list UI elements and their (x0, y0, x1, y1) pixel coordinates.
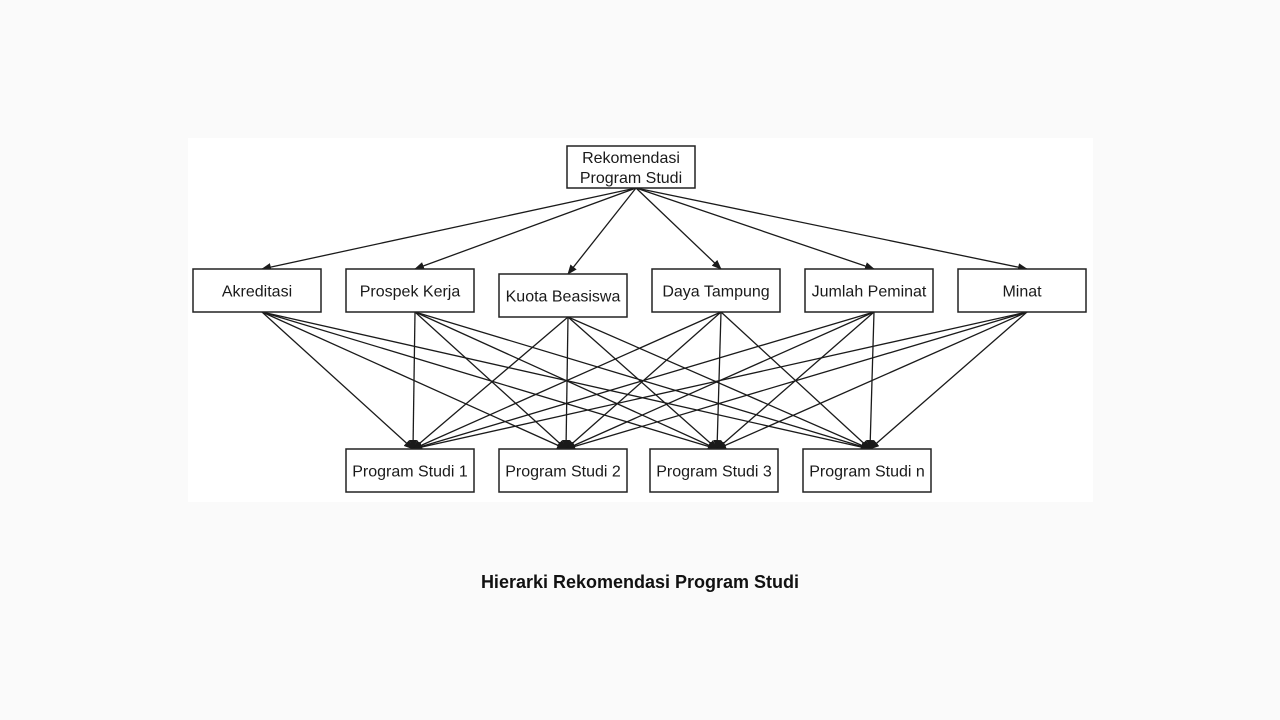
alternative-node-program-studi-1: Program Studi 1 (345, 448, 475, 493)
edge-goal-to-daya-tampung (635, 187, 722, 270)
alternative-node-program-studi-n: Program Studi n (802, 448, 932, 493)
edge-jumlah-peminat-to-program-studi-1 (412, 311, 875, 451)
edge-goal-to-akreditasi (261, 187, 637, 272)
edge-akreditasi-to-program-studi-3 (261, 311, 718, 451)
alternative-box (649, 448, 779, 493)
criterion-label: Prospek Kerja (360, 284, 461, 301)
edge-kuota-beasiswa-to-program-studi-3 (567, 316, 718, 450)
criterion-label: Akreditasi (222, 284, 292, 301)
criterion-box (192, 268, 322, 313)
alternative-box (345, 448, 475, 493)
goal-label: Rekomendasi (582, 150, 680, 167)
edge-goal-to-jumlah-peminat (635, 187, 875, 270)
alternative-label: Program Studi 1 (352, 464, 468, 481)
edge-minat-to-program-studi-3 (716, 311, 1028, 450)
edge-kuota-beasiswa-to-program-studi-1 (412, 316, 569, 450)
criterion-label: Kuota Beasiswa (506, 289, 621, 306)
alternative-node-program-studi-2: Program Studi 2 (498, 448, 628, 493)
alternative-label: Program Studi 3 (656, 464, 772, 481)
criterion-label: Minat (1002, 284, 1042, 301)
edge-minat-to-program-studi-n (869, 311, 1028, 450)
criterion-label: Jumlah Peminat (812, 284, 927, 301)
edge-prospek-kerja-to-program-studi-2 (414, 311, 567, 450)
criterion-node-daya-tampung: Daya Tampung (651, 268, 781, 313)
criterion-box (345, 268, 475, 313)
goal-box (566, 145, 696, 189)
edge-goal-to-kuota-beasiswa (567, 187, 637, 275)
criterion-box (957, 268, 1087, 313)
alternative-box (802, 448, 932, 493)
criterion-node-prospek-kerja: Prospek Kerja (345, 268, 475, 313)
edge-daya-tampung-to-program-studi-1 (412, 311, 722, 450)
alternative-node-program-studi-3: Program Studi 3 (649, 448, 779, 493)
criterion-box (498, 273, 628, 318)
criterion-node-kuota-beasiswa: Kuota Beasiswa (498, 273, 628, 318)
edge-kuota-beasiswa-to-program-studi-2 (562, 316, 571, 450)
criterion-node-akreditasi: Akreditasi (192, 268, 322, 313)
criterion-node-jumlah-peminat: Jumlah Peminat (804, 268, 934, 313)
edge-goal-to-minat (635, 187, 1028, 272)
edge-akreditasi-to-program-studi-1 (261, 311, 414, 450)
diagram-caption: Hierarki Rekomendasi Program Studi (480, 572, 800, 592)
alternative-box (498, 448, 628, 493)
goal-label: Program Studi (580, 170, 682, 187)
edge-minat-to-program-studi-1 (412, 311, 1028, 451)
alternative-label: Program Studi n (809, 464, 925, 481)
criterion-box (804, 268, 934, 313)
edges-layer (261, 187, 1028, 451)
alternative-label: Program Studi 2 (505, 464, 621, 481)
criterion-box (651, 268, 781, 313)
edge-prospek-kerja-to-program-studi-1 (409, 311, 418, 450)
criterion-node-minat: Minat (957, 268, 1087, 313)
edge-minat-to-program-studi-2 (565, 311, 1028, 451)
edge-goal-to-prospek-kerja (414, 187, 637, 270)
criterion-label: Daya Tampung (662, 284, 769, 301)
